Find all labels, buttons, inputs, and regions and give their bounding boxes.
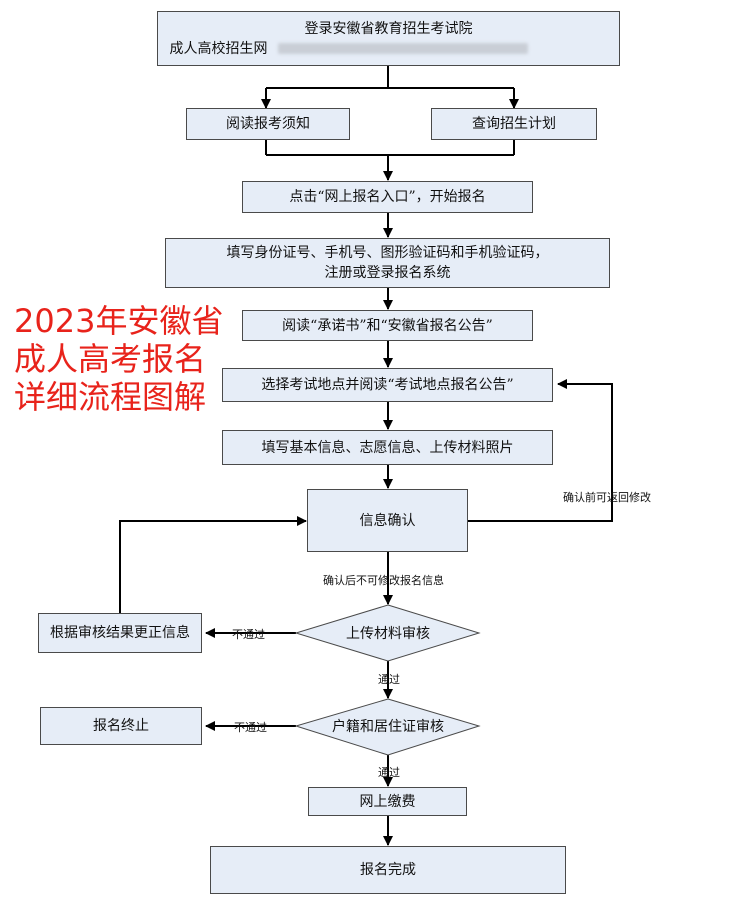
read-notice-box: 阅读报考须知 [186, 108, 350, 140]
complete-box: 报名完成 [210, 846, 566, 894]
overlay-title: 2023年安徽省 成人高考报名 详细流程图解 [14, 302, 223, 416]
pass1-label: 通过 [378, 673, 400, 686]
login-line1: 登录安徽省教育招生考试院 [304, 20, 473, 37]
overlay-line2: 成人高考报名 [14, 340, 207, 378]
household-review-label: 户籍和居住证审核 [332, 719, 444, 735]
fill-info-label: 填写基本信息、志愿信息、上传材料照片 [261, 439, 514, 456]
click-entry-label: 点击“网上报名入口”，开始报名 [289, 189, 486, 205]
fill-id-box: 填写身份证号、手机号、图形验证码和手机验证码， 注册或登录报名系统 [165, 238, 610, 288]
redacted-url-blur [277, 43, 528, 54]
overlay-line1: 2023年安徽省 [14, 302, 224, 340]
query-plan-label: 查询招生计划 [472, 116, 556, 132]
return-edit-label: 确认前可返回修改 [563, 491, 651, 504]
read-promise-box: 阅读“承诺书”和“安徽省报名公告” [242, 310, 533, 341]
read-notice-label: 阅读报考须知 [226, 116, 310, 132]
read-promise-label: 阅读“承诺书”和“安徽省报名公告” [282, 317, 493, 334]
login-line2: 成人高校招生网 [169, 40, 268, 57]
online-pay-label: 网上缴费 [359, 793, 416, 810]
household-review-diamond [294, 698, 481, 756]
upload-review-label: 上传材料审核 [346, 626, 430, 642]
upload-review-diamond [294, 604, 481, 662]
login-box: 登录安徽省教育招生考试院 成人高校招生网 [157, 11, 620, 66]
login-line2-row: 成人高校招生网 [170, 39, 528, 59]
overlay-line3: 详细流程图解 [14, 378, 207, 416]
pass2-label: 通过 [378, 766, 400, 779]
confirm-info-box: 信息确认 [307, 489, 468, 552]
online-pay-box: 网上缴费 [308, 787, 467, 816]
connector-correct-back [119, 516, 307, 613]
no-edit-after-label: 确认后不可修改报名信息 [323, 574, 444, 587]
correct-info-box: 根据审核结果更正信息 [38, 613, 202, 653]
fill-id-line1: 填写身份证号、手机号、图形验证码和手机验证码， [226, 245, 549, 261]
fail1-label: 不通过 [232, 628, 265, 641]
query-plan-box: 查询招生计划 [431, 108, 597, 140]
correct-info-label: 根据审核结果更正信息 [50, 625, 190, 641]
confirm-info-label: 信息确认 [359, 512, 416, 529]
select-site-label: 选择考试地点并阅读“考试地点报名公告” [261, 377, 514, 393]
fill-id-line2: 注册或登录报名系统 [324, 265, 451, 281]
terminate-label: 报名终止 [93, 718, 149, 734]
select-site-box: 选择考试地点并阅读“考试地点报名公告” [222, 368, 553, 402]
terminate-box: 报名终止 [40, 707, 202, 745]
click-entry-box: 点击“网上报名入口”，开始报名 [242, 181, 533, 213]
complete-label: 报名完成 [360, 862, 416, 878]
fail2-label: 不通过 [234, 721, 267, 734]
fill-info-box: 填写基本信息、志愿信息、上传材料照片 [222, 430, 553, 465]
connector-return-loop [468, 379, 613, 522]
